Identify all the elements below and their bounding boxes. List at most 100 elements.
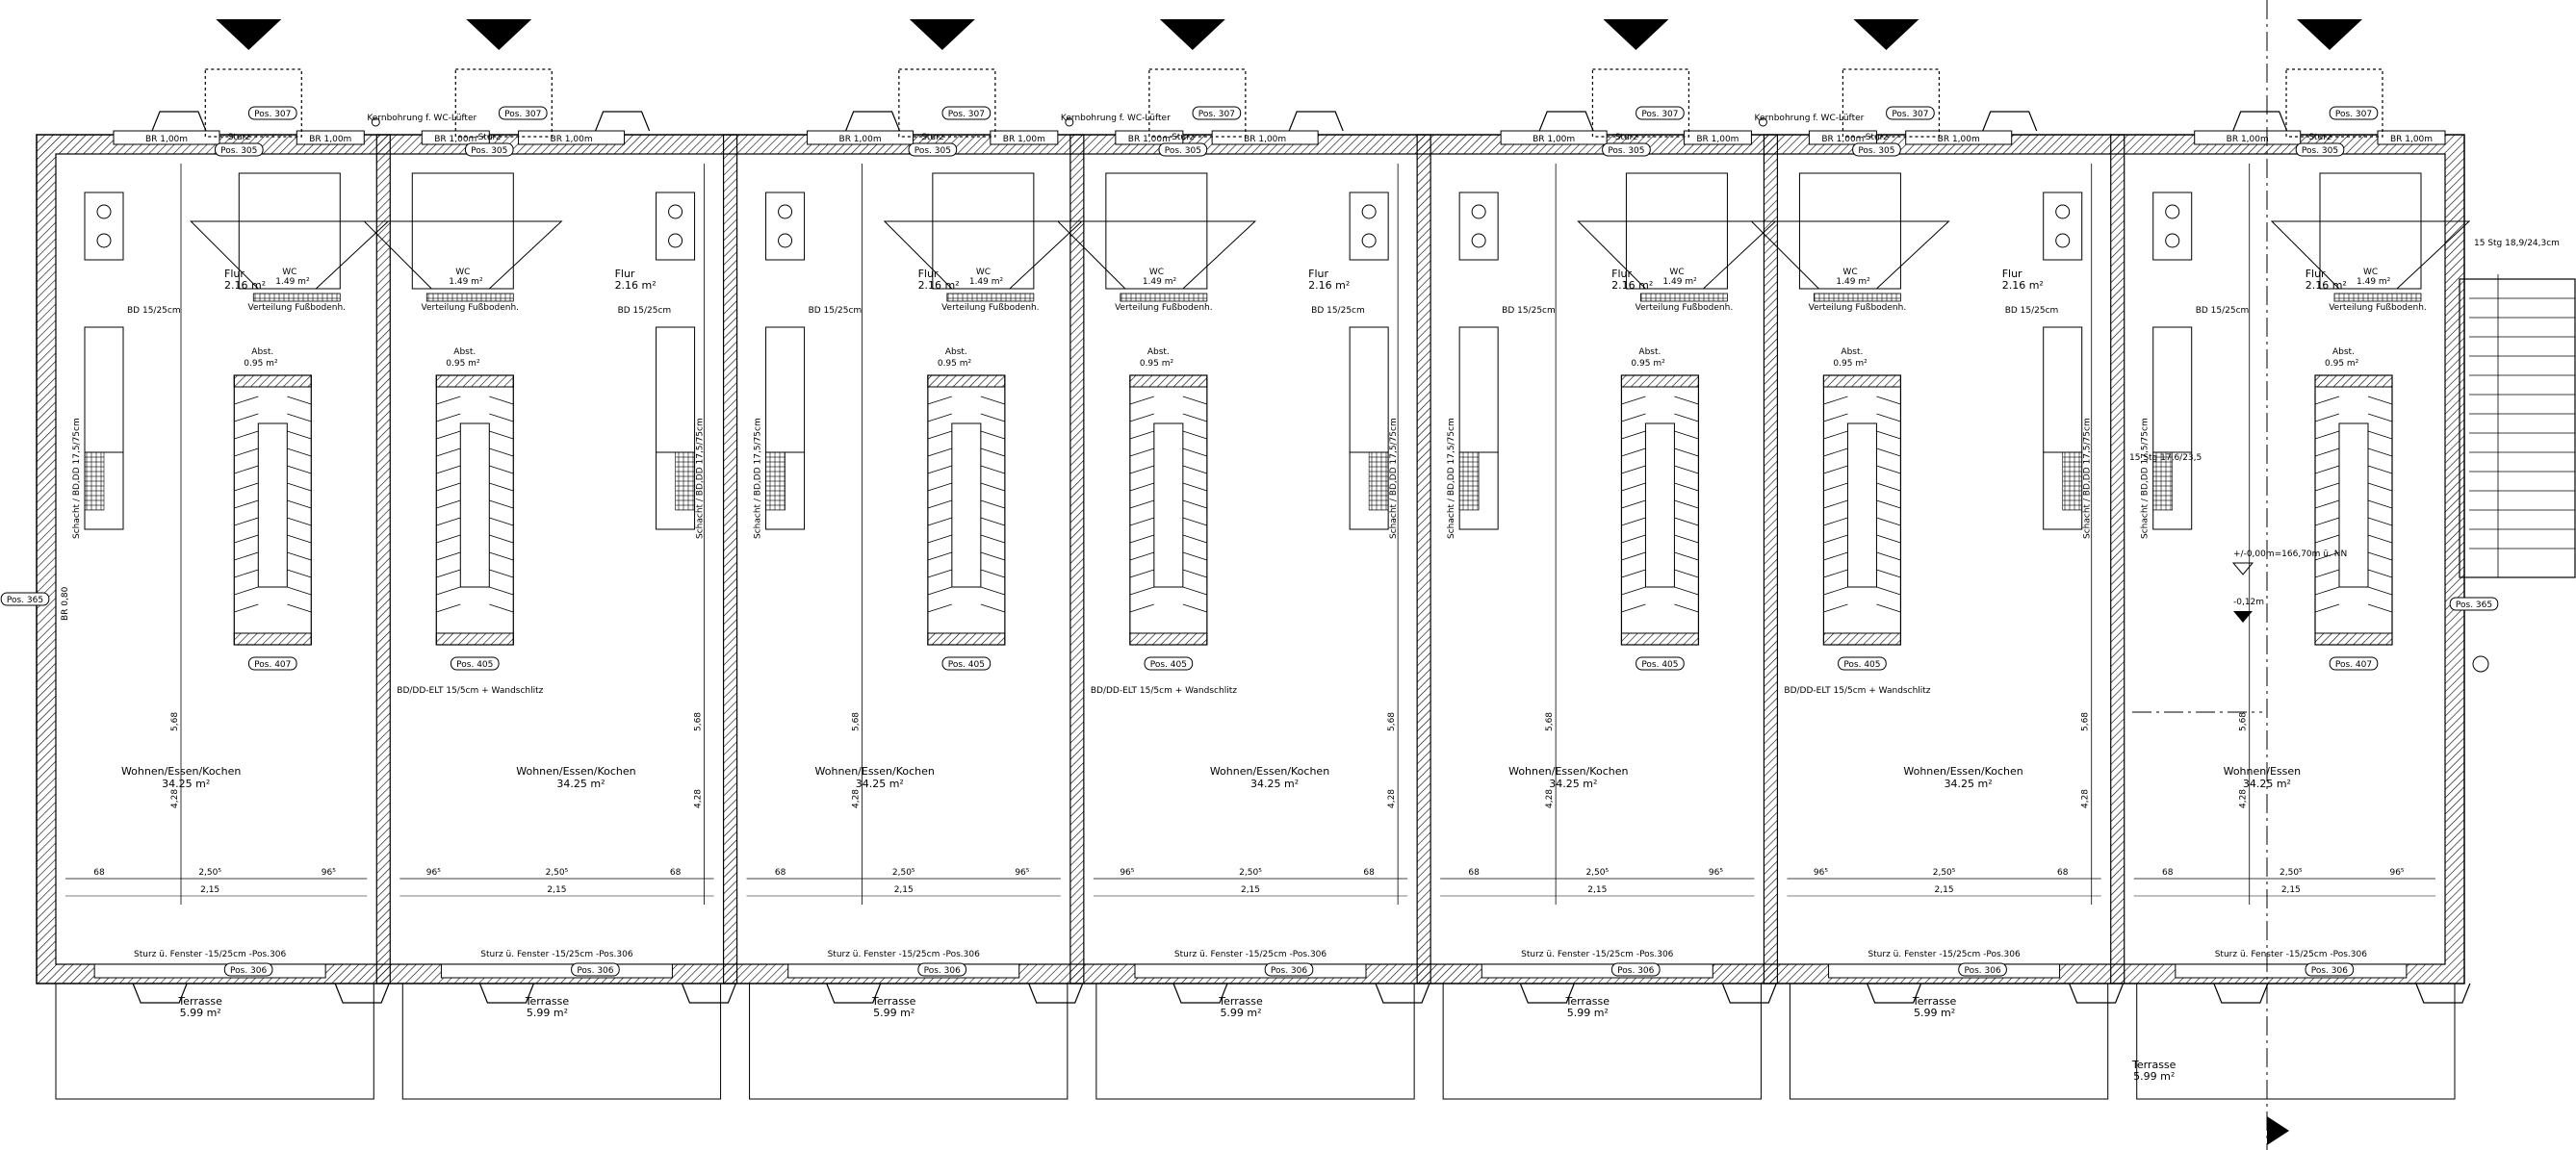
terrasse-label: Terrasse [1565,995,1610,1008]
hob-burner [96,233,112,248]
stair-tread [1876,569,1901,578]
stair-tread [2367,603,2393,613]
window-opening [807,130,914,145]
stair-tread [1182,569,1207,578]
rear-opening [1481,963,1713,979]
schacht-label: Schacht / BD,DD 17,5/75cm [696,418,706,539]
stair-eye [2338,422,2369,588]
shaft-hatch [2062,451,2083,511]
flur-label: Flur [1611,268,1632,280]
sturz-pos-tag: Pos. 305 [471,146,507,156]
sturz-label: Sturz [228,133,251,142]
kernbohrung-note: Kernbohrung f. WC-Lüfter [1061,114,1171,123]
dim-a: 68 [2162,868,2174,878]
dim-a: 68 [775,868,786,878]
wc-area: 1.49 m² [1143,277,1177,287]
abst-area: 0.95 m² [938,359,972,369]
dimension-height: 5,68 [2081,712,2091,731]
stair-eye [1846,422,1877,588]
shaft-hatch [675,451,695,511]
flur-area: 2.16 m² [918,279,960,292]
dim-c: 96⁵ [2389,868,2404,878]
shaft-hatch [84,451,105,511]
radiator-bottom [826,983,882,1004]
radiator-bottom-2 [1721,983,1777,1004]
verteilung-label: Verteilung Fußbodenh. [1636,303,1734,313]
stair-tread [980,413,1005,422]
rear-opening [1828,963,2061,979]
window-opening [1905,130,2013,145]
stair-tread [234,517,259,526]
stair-tread [1823,396,1848,405]
wc-label: WC [976,268,991,277]
stair-tread [1129,603,1154,613]
dimension-height: 5,68 [1545,712,1555,731]
dim-b: 2,50⁵ [198,868,221,878]
opening-label-2: BR 1,00m [434,135,477,144]
pos-307-outline [1148,68,1247,138]
stair-header-hatch [2314,374,2393,388]
dimension-wall: 4,28 [694,789,704,808]
dim-c: 96⁵ [1709,868,1723,878]
window-opening-small [296,130,365,145]
stair-tread [927,499,952,509]
fenster-note: Sturz ü. Fenster -15/25cm -Pos.306 [1521,950,1674,959]
distributor-bar [425,293,514,302]
flur-area: 2.16 m² [1308,279,1350,292]
stair-tread [287,413,312,422]
bd-label: BD 15/25cm [1311,306,1365,316]
sturz-pos-tag: Pos. 305 [1858,146,1894,156]
verteilung-label: Verteilung Fußbodenh. [941,303,1040,313]
sturz-label: Sturz [1172,133,1195,142]
pos-306-tag-frame [1958,962,2007,977]
distributor-bar [2333,293,2422,302]
dimension-wall: 4,28 [170,789,180,808]
dimension-height: 5,68 [1387,712,1397,731]
stair-tread [234,396,259,405]
radiator-top [595,111,651,132]
stair-tread [927,482,952,492]
stair-tread [1621,569,1646,578]
opening-label: BR 1,00m [1938,135,1980,144]
terrace-outline [2136,983,2456,1100]
stair-tread [2367,447,2393,457]
terrace-outline [749,983,1069,1100]
stair-tread [1621,499,1646,509]
stair-tread [1823,551,1848,561]
stair-tread [1674,413,1699,422]
hob-burner [96,204,112,219]
pos-306-tag: Pos. 306 [577,966,613,976]
hob-burner [1471,233,1486,248]
stair-pos-tag: Pos. 405 [1641,660,1678,670]
stair-header-hatch [435,374,514,388]
sturz-pos-tag-frame [464,142,514,157]
core-drill-icon [1065,117,1074,127]
kernbohrung-note: Kernbohrung f. WC-Lüfter [367,114,477,123]
stair-tread [2314,603,2340,613]
window-opening [1211,130,1319,145]
stair-tread [436,551,461,561]
stair-tread [234,499,259,509]
kitchen-hob [656,192,696,261]
flur-area: 2.16 m² [1611,279,1653,292]
dim-c: 96⁵ [1015,868,1029,878]
wohnen-area: 34.25 m² [2243,778,2291,790]
stair-eye [1153,422,1184,588]
stair-tread [1129,569,1154,578]
pos-307-tag: Pos. 307 [1892,110,1928,119]
stair-pos-tag-frame [2329,656,2379,671]
stair-tread [489,517,514,526]
stair-tread [234,465,259,474]
stair-tread [1876,586,1901,596]
stair-tread [1182,603,1207,613]
stair-eye [951,422,982,588]
terrace-outline [1442,983,1762,1100]
dim-a: 96⁵ [426,868,441,878]
pos-306-tag-frame [2305,962,2355,977]
stair-tread [980,465,1005,474]
stair-tread [1621,396,1646,405]
stair-tread [980,430,1005,440]
pos-307-tag: Pos. 307 [504,110,541,119]
